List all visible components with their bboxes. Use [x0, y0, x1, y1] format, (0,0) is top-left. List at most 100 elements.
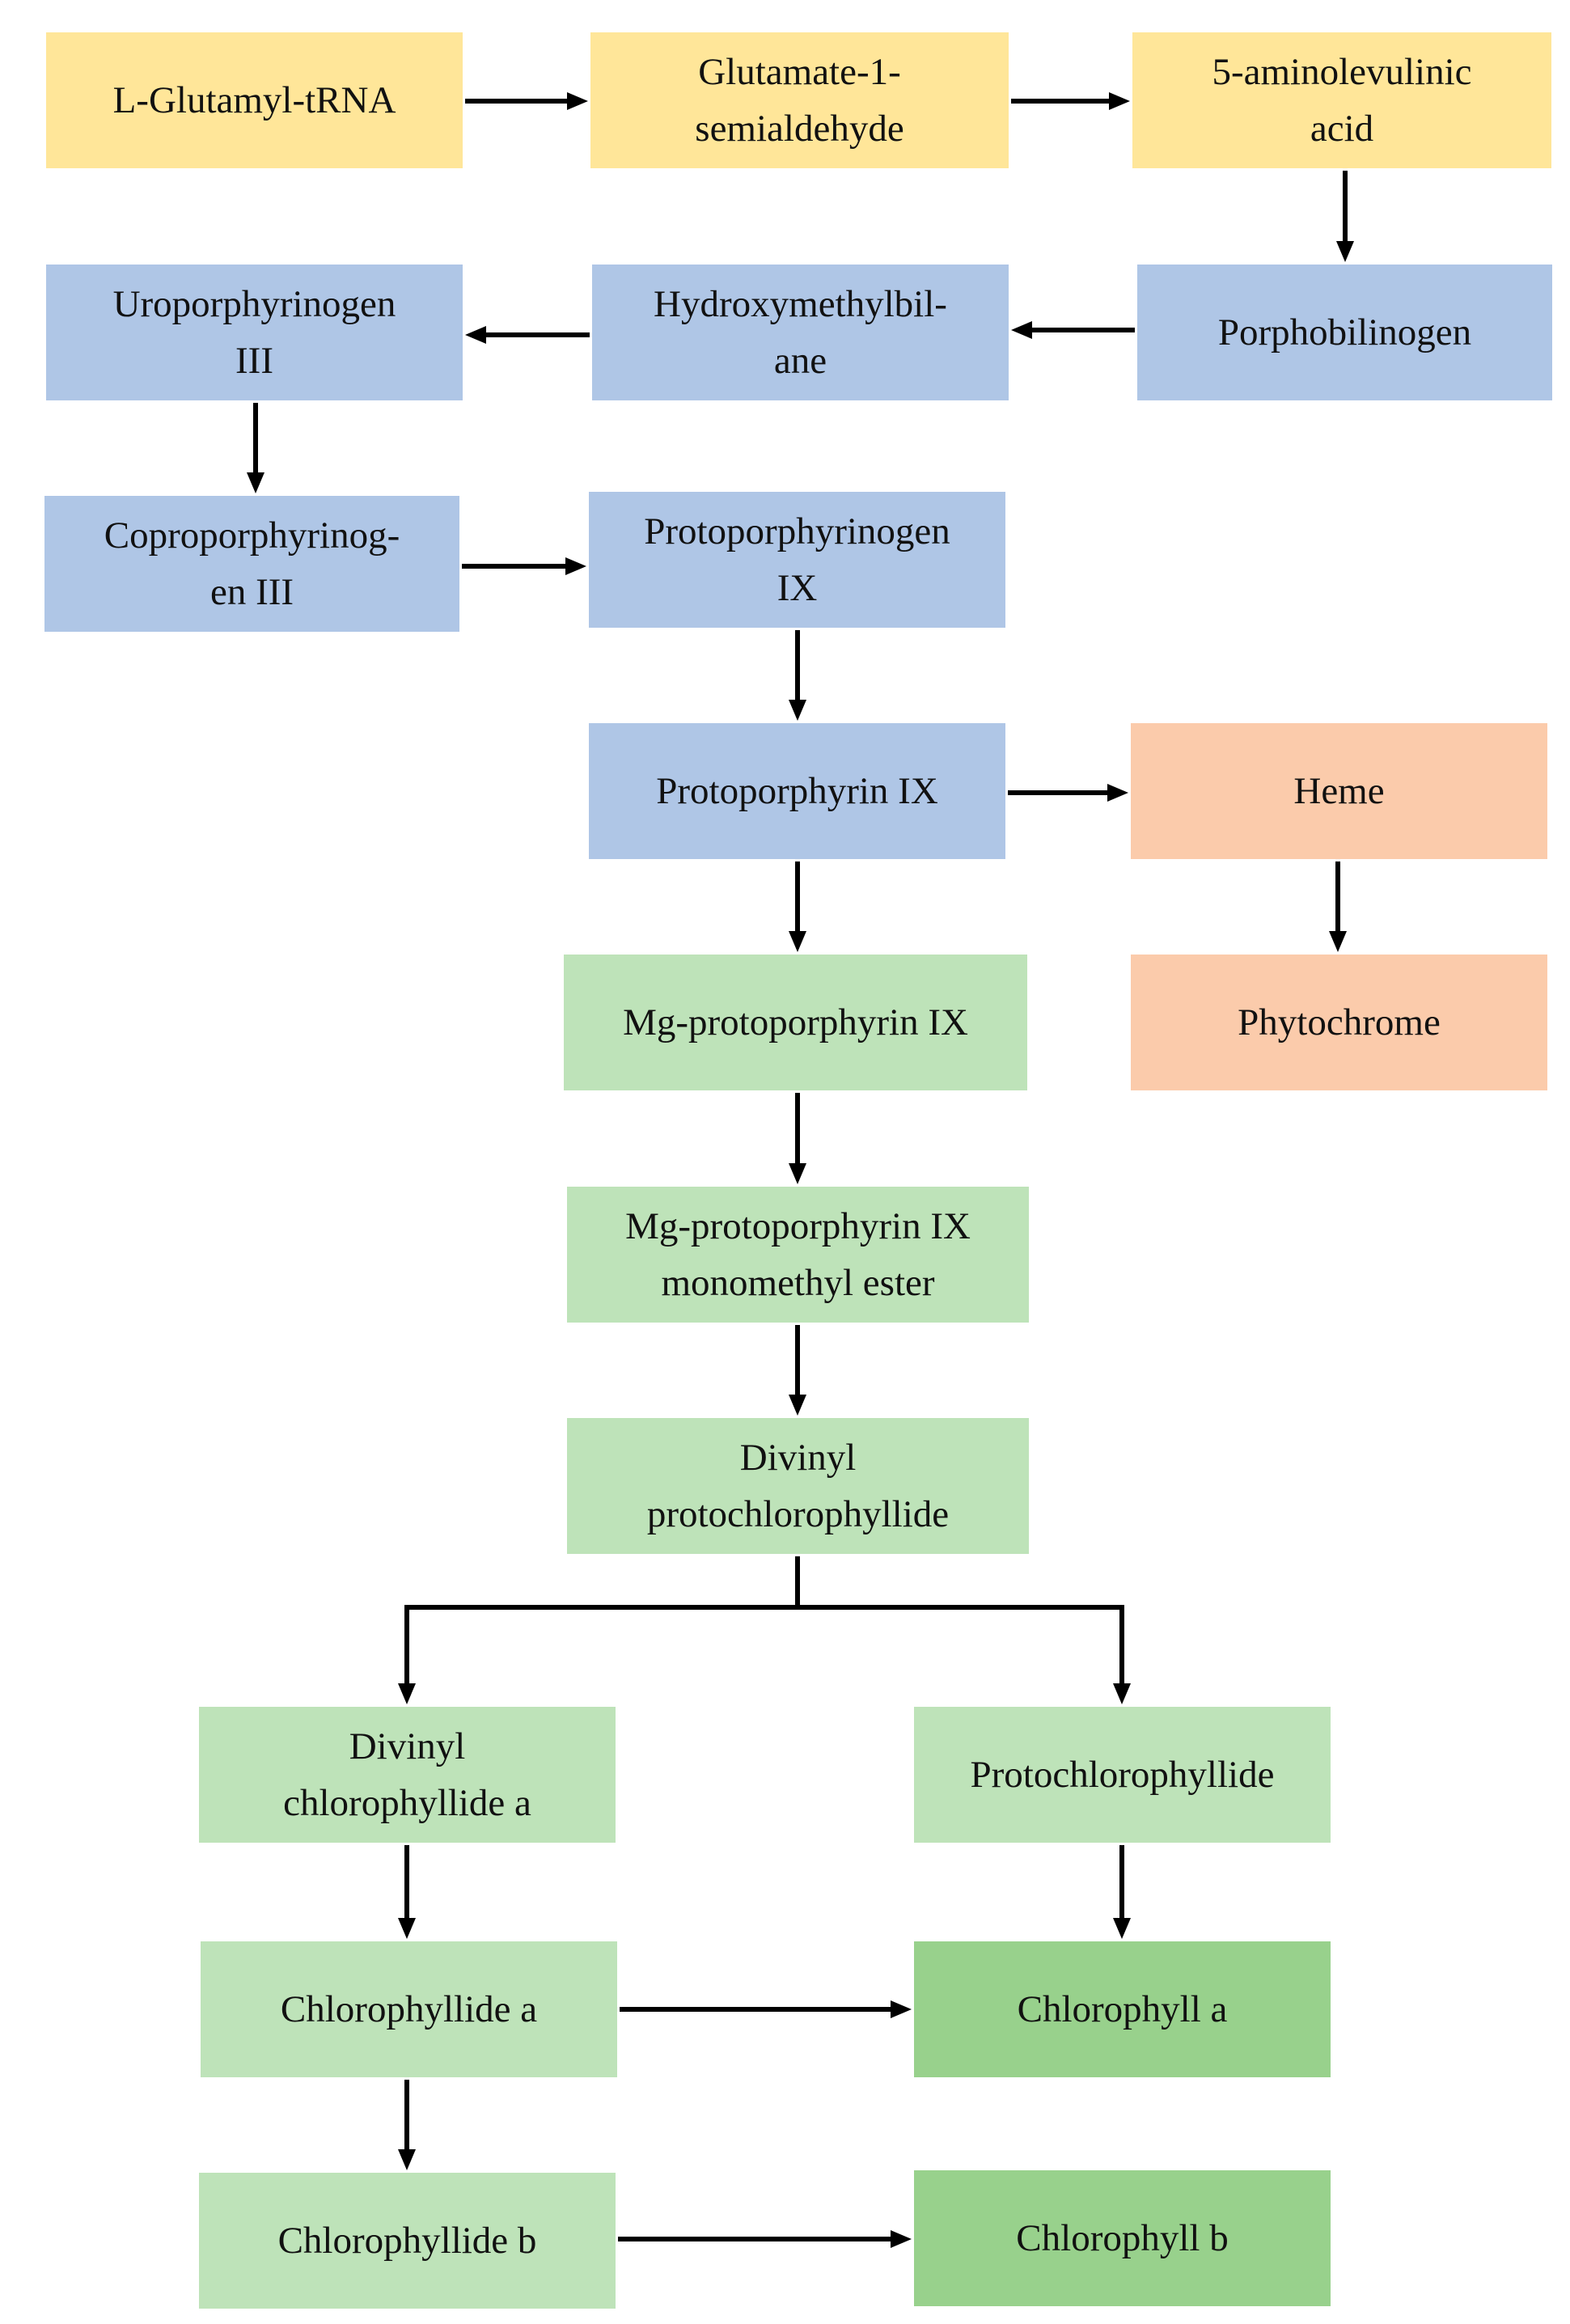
node-box — [914, 2170, 1331, 2306]
node-label: Chlorophyll a — [1018, 1988, 1228, 2030]
arrow-head — [789, 700, 806, 721]
node-label: Heme — [1293, 770, 1384, 812]
node-label: Glutamate-1- — [698, 51, 901, 93]
node-box — [199, 2173, 616, 2309]
arrow-head — [398, 1918, 416, 1939]
arrow-head — [1011, 321, 1032, 339]
arrow-head — [891, 2000, 912, 2018]
node-chlorophyllide-b: Chlorophyllide b — [199, 2173, 616, 2309]
node-box — [589, 723, 1005, 859]
node-label: Phytochrome — [1238, 1001, 1441, 1043]
arrow-head — [247, 472, 264, 493]
node-coproporphyrinogen-iii: Coproporphyrinog-en III — [44, 496, 459, 632]
node-box — [914, 1707, 1331, 1843]
arrow-protoporphyrin-ix-to-mg-protoporphyrin-ix — [789, 861, 806, 952]
node-box — [564, 955, 1027, 1090]
arrow-protoporphyrin-ix-to-heme — [1008, 784, 1128, 802]
node-label: Divinyl — [349, 1725, 466, 1767]
node-chlorophyll-b: Chlorophyll b — [914, 2170, 1331, 2306]
node-label: ane — [774, 340, 827, 382]
node-label: semialdehyde — [695, 108, 903, 150]
node-box — [46, 32, 463, 168]
node-porphobilinogen: Porphobilinogen — [1137, 265, 1552, 400]
node-box — [199, 1707, 616, 1843]
node-chlorophyll-a: Chlorophyll a — [914, 1941, 1331, 2077]
arrow-head — [1109, 92, 1130, 110]
node-box — [914, 1941, 1331, 2077]
node-box — [1131, 723, 1547, 859]
arrow-divinyl-chlorophyllide-a-to-chlorophyllide-a — [398, 1845, 416, 1939]
arrow-chlorophyllide-a-to-chlorophyllide-b — [398, 2080, 416, 2170]
node-label: Coproporphyrinog- — [104, 514, 400, 557]
node-label: acid — [1310, 108, 1373, 150]
node-protoporphyrin-ix: Protoporphyrin IX — [589, 723, 1005, 859]
arrow-head — [789, 1163, 806, 1184]
arrow-head — [1113, 1918, 1131, 1939]
node-label: Protoporphyrin IX — [656, 770, 938, 812]
node-label: Divinyl — [740, 1437, 857, 1479]
node-5-aminolevulinic-acid: 5-aminolevulinic acid — [1132, 32, 1551, 168]
node-glutamate-1-semialdehyde: Glutamate-1- semialdehyde — [590, 32, 1009, 168]
arrow-coproporphyrinogen-iii-to-protoporphyrinogen-ix — [462, 557, 586, 575]
node-mg-protoporphyrin-ix: Mg-protoporphyrin IX — [564, 955, 1027, 1090]
arrow-line — [404, 1556, 800, 1688]
arrow-uroporphyrinogen-iii-to-coproporphyrinogen-iii — [247, 403, 264, 493]
node-label: Chlorophyllide a — [281, 1988, 537, 2030]
arrow-glutamate-1-semialdehyde-to-5-aminolevulinic-acid — [1011, 92, 1130, 110]
arrow-porphobilinogen-to-hydroxymethylbilane — [1011, 321, 1135, 339]
arrow-5-aminolevulinic-acid-to-porphobilinogen — [1336, 171, 1354, 262]
node-label: Chlorophyll b — [1016, 2217, 1228, 2259]
arrow-chlorophyllide-a-to-chlorophyll-a — [620, 2000, 912, 2018]
node-box — [46, 265, 463, 400]
arrow-divinyl-protochlorophyllide-to-divinyl-chlorophyllide-a — [398, 1556, 800, 1704]
node-label: IX — [777, 567, 818, 609]
arrow-mg-protoporphyrin-ix-to-mg-protoporphyrin-ix-monomethyl-ester — [789, 1093, 806, 1184]
node-box — [201, 1941, 617, 2077]
node-box — [1132, 32, 1551, 168]
node-box — [44, 496, 459, 632]
arrow-mg-protoporphyrin-ix-monomethyl-ester-to-divinyl-protochlorophyllide — [789, 1325, 806, 1416]
node-label: 5-aminolevulinic — [1212, 51, 1471, 93]
arrow-head — [398, 1683, 416, 1704]
arrow-head — [1336, 241, 1354, 262]
arrow-head — [1329, 931, 1347, 952]
node-phytochrome: Phytochrome — [1131, 955, 1547, 1090]
arrow-head — [567, 92, 588, 110]
node-protochlorophyllide: Protochlorophyllide — [914, 1707, 1331, 1843]
node-label: Porphobilinogen — [1218, 311, 1471, 353]
node-chlorophyllide-a: Chlorophyllide a — [201, 1941, 617, 2077]
node-label: Mg-protoporphyrin IX — [623, 1001, 968, 1043]
node-box — [592, 265, 1009, 400]
node-box — [567, 1418, 1029, 1554]
node-label: III — [235, 340, 273, 382]
node-label: Hydroxymethylbil- — [654, 283, 947, 325]
node-divinyl-chlorophyllide-a: Divinyl chlorophyllide a — [199, 1707, 616, 1843]
node-heme: Heme — [1131, 723, 1547, 859]
arrow-head — [1113, 1683, 1131, 1704]
arrow-head — [1107, 784, 1128, 802]
arrow-head — [398, 2149, 416, 2170]
arrow-divinyl-protochlorophyllide-to-protochlorophyllide — [798, 1605, 1131, 1704]
node-label: Protochlorophyllide — [971, 1754, 1275, 1796]
node-label: Uroporphyrinogen — [113, 283, 396, 325]
arrow-head — [565, 557, 586, 575]
node-label: L-Glutamyl-tRNA — [113, 79, 396, 121]
node-box — [590, 32, 1009, 168]
node-hydroxymethylbilane: Hydroxymethylbil-ane — [592, 265, 1009, 400]
node-label: Protoporphyrinogen — [644, 510, 950, 552]
node-label: protochlorophyllide — [647, 1493, 949, 1535]
arrow-protochlorophyllide-to-chlorophyll-a — [1113, 1845, 1131, 1939]
node-l-glutamyl-trna: L-Glutamyl-tRNA — [46, 32, 463, 168]
arrow-chlorophyllide-b-to-chlorophyll-b — [618, 2230, 912, 2248]
arrow-head — [789, 1395, 806, 1416]
arrow-line — [798, 1605, 1124, 1688]
arrow-head — [789, 931, 806, 952]
node-divinyl-protochlorophyllide: Divinyl protochlorophyllide — [567, 1418, 1029, 1554]
node-box — [1131, 955, 1547, 1090]
node-label: chlorophyllide a — [283, 1782, 531, 1824]
node-box — [589, 492, 1005, 628]
arrow-protoporphyrinogen-ix-to-protoporphyrin-ix — [789, 630, 806, 721]
